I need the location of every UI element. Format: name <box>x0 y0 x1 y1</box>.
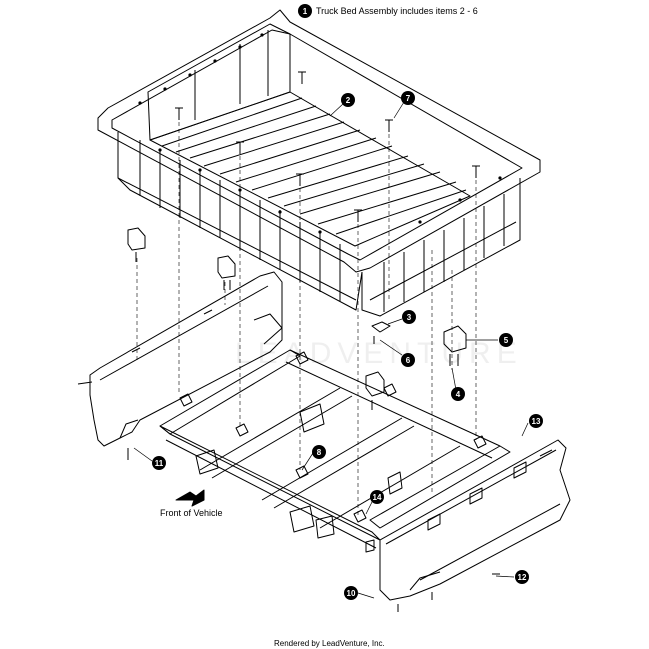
callout-14-number: 14 <box>373 493 382 502</box>
callout-2: 2 <box>341 93 355 107</box>
callout-leaders <box>133 101 529 599</box>
callout-6: 6 <box>401 353 415 367</box>
callout-13-number: 13 <box>532 417 541 426</box>
callout-10-number: 10 <box>347 589 356 598</box>
callout-6-number: 6 <box>406 356 411 365</box>
watermark: LEADVENTURE <box>235 337 523 370</box>
left-side-panel <box>77 271 283 460</box>
bed-bolts <box>175 71 480 222</box>
callout-2-number: 2 <box>346 96 351 105</box>
callout-14: 14 <box>370 490 384 504</box>
assembly-note: Truck Bed Assembly includes items 2 - 6 <box>316 6 478 16</box>
callout-12: 12 <box>515 570 529 584</box>
callout-4: 4 <box>451 387 465 401</box>
callout-7-number: 7 <box>406 94 411 103</box>
front-of-vehicle-label: Front of Vehicle <box>160 508 223 518</box>
callout-10: 10 <box>344 586 358 600</box>
tailgate <box>365 439 571 612</box>
callout-8-number: 8 <box>317 448 322 457</box>
alignment-lines <box>136 122 477 515</box>
callout-7: 7 <box>401 91 415 105</box>
footer-credit: Rendered by LeadVenture, Inc. <box>274 639 385 648</box>
rim-holes <box>138 33 502 234</box>
callout-4-number: 4 <box>456 390 461 399</box>
callout-11-number: 11 <box>155 459 164 468</box>
callout-12-number: 12 <box>518 573 527 582</box>
callouts: 1 2 3 4 5 6 7 <box>152 4 543 600</box>
hinge-brackets <box>127 227 236 290</box>
callout-3-number: 3 <box>407 313 412 322</box>
callout-3: 3 <box>402 310 416 324</box>
callout-11: 11 <box>152 456 166 470</box>
watermark-text: LEADVENTURE <box>235 337 523 370</box>
callout-8: 8 <box>312 445 326 459</box>
callout-13: 13 <box>529 414 543 428</box>
callout-5-number: 5 <box>504 336 509 345</box>
callout-5: 5 <box>499 333 513 347</box>
front-arrow <box>175 489 205 507</box>
callout-note-1: 1 <box>298 4 312 18</box>
truck-bed-tub <box>97 9 541 317</box>
chassis-frame <box>159 349 511 549</box>
callout-note-1-number: 1 <box>303 7 308 16</box>
